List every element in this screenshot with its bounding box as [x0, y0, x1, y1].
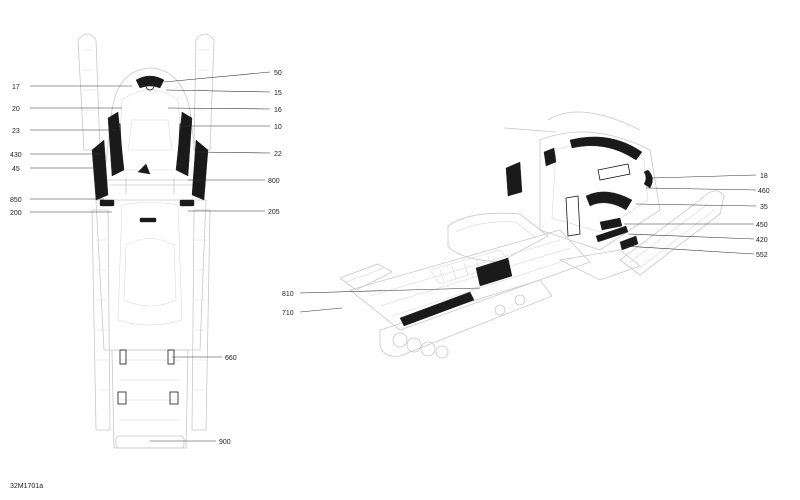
- callout-200: 200: [10, 210, 22, 217]
- top-view-snowmobile: [77, 33, 215, 449]
- figure-reference-code: 32M1701a: [10, 483, 44, 490]
- top-view-left-leaders: [30, 85, 132, 213]
- callout-15: 15: [274, 90, 282, 97]
- callout-420: 420: [756, 237, 768, 244]
- callout-810: 810: [282, 291, 294, 298]
- callout-18: 18: [760, 173, 768, 180]
- callout-20: 20: [12, 106, 20, 113]
- top-view-left-callouts: 17 20 23 430 45 850 200: [10, 84, 22, 217]
- top-view-right-leaders: [150, 71, 271, 442]
- callout-850: 850: [10, 197, 22, 204]
- callout-50: 50: [274, 70, 282, 77]
- callout-460: 460: [758, 188, 770, 195]
- callout-450: 450: [756, 222, 768, 229]
- callout-552: 552: [756, 252, 768, 259]
- callout-205: 205: [268, 209, 280, 216]
- callout-800: 800: [268, 178, 280, 185]
- callout-710: 710: [282, 310, 294, 317]
- callout-23: 23: [12, 128, 20, 135]
- callout-16: 16: [274, 107, 282, 114]
- callout-17: 17: [12, 84, 20, 91]
- callout-900: 900: [219, 439, 231, 446]
- callout-45: 45: [12, 166, 20, 173]
- callout-10: 10: [274, 124, 282, 131]
- callout-660: 660: [225, 355, 237, 362]
- side-view-snowmobile: [339, 111, 725, 359]
- callout-430: 430: [10, 152, 22, 159]
- callout-35: 35: [760, 204, 768, 211]
- side-view-leaders: [299, 174, 757, 313]
- callout-22: 22: [274, 151, 282, 158]
- side-view-callouts: 18 460 35 450 420 552 810 710: [282, 173, 770, 317]
- top-view-right-callouts: 50 15 16 10 22 800 205 660 900: [219, 70, 282, 446]
